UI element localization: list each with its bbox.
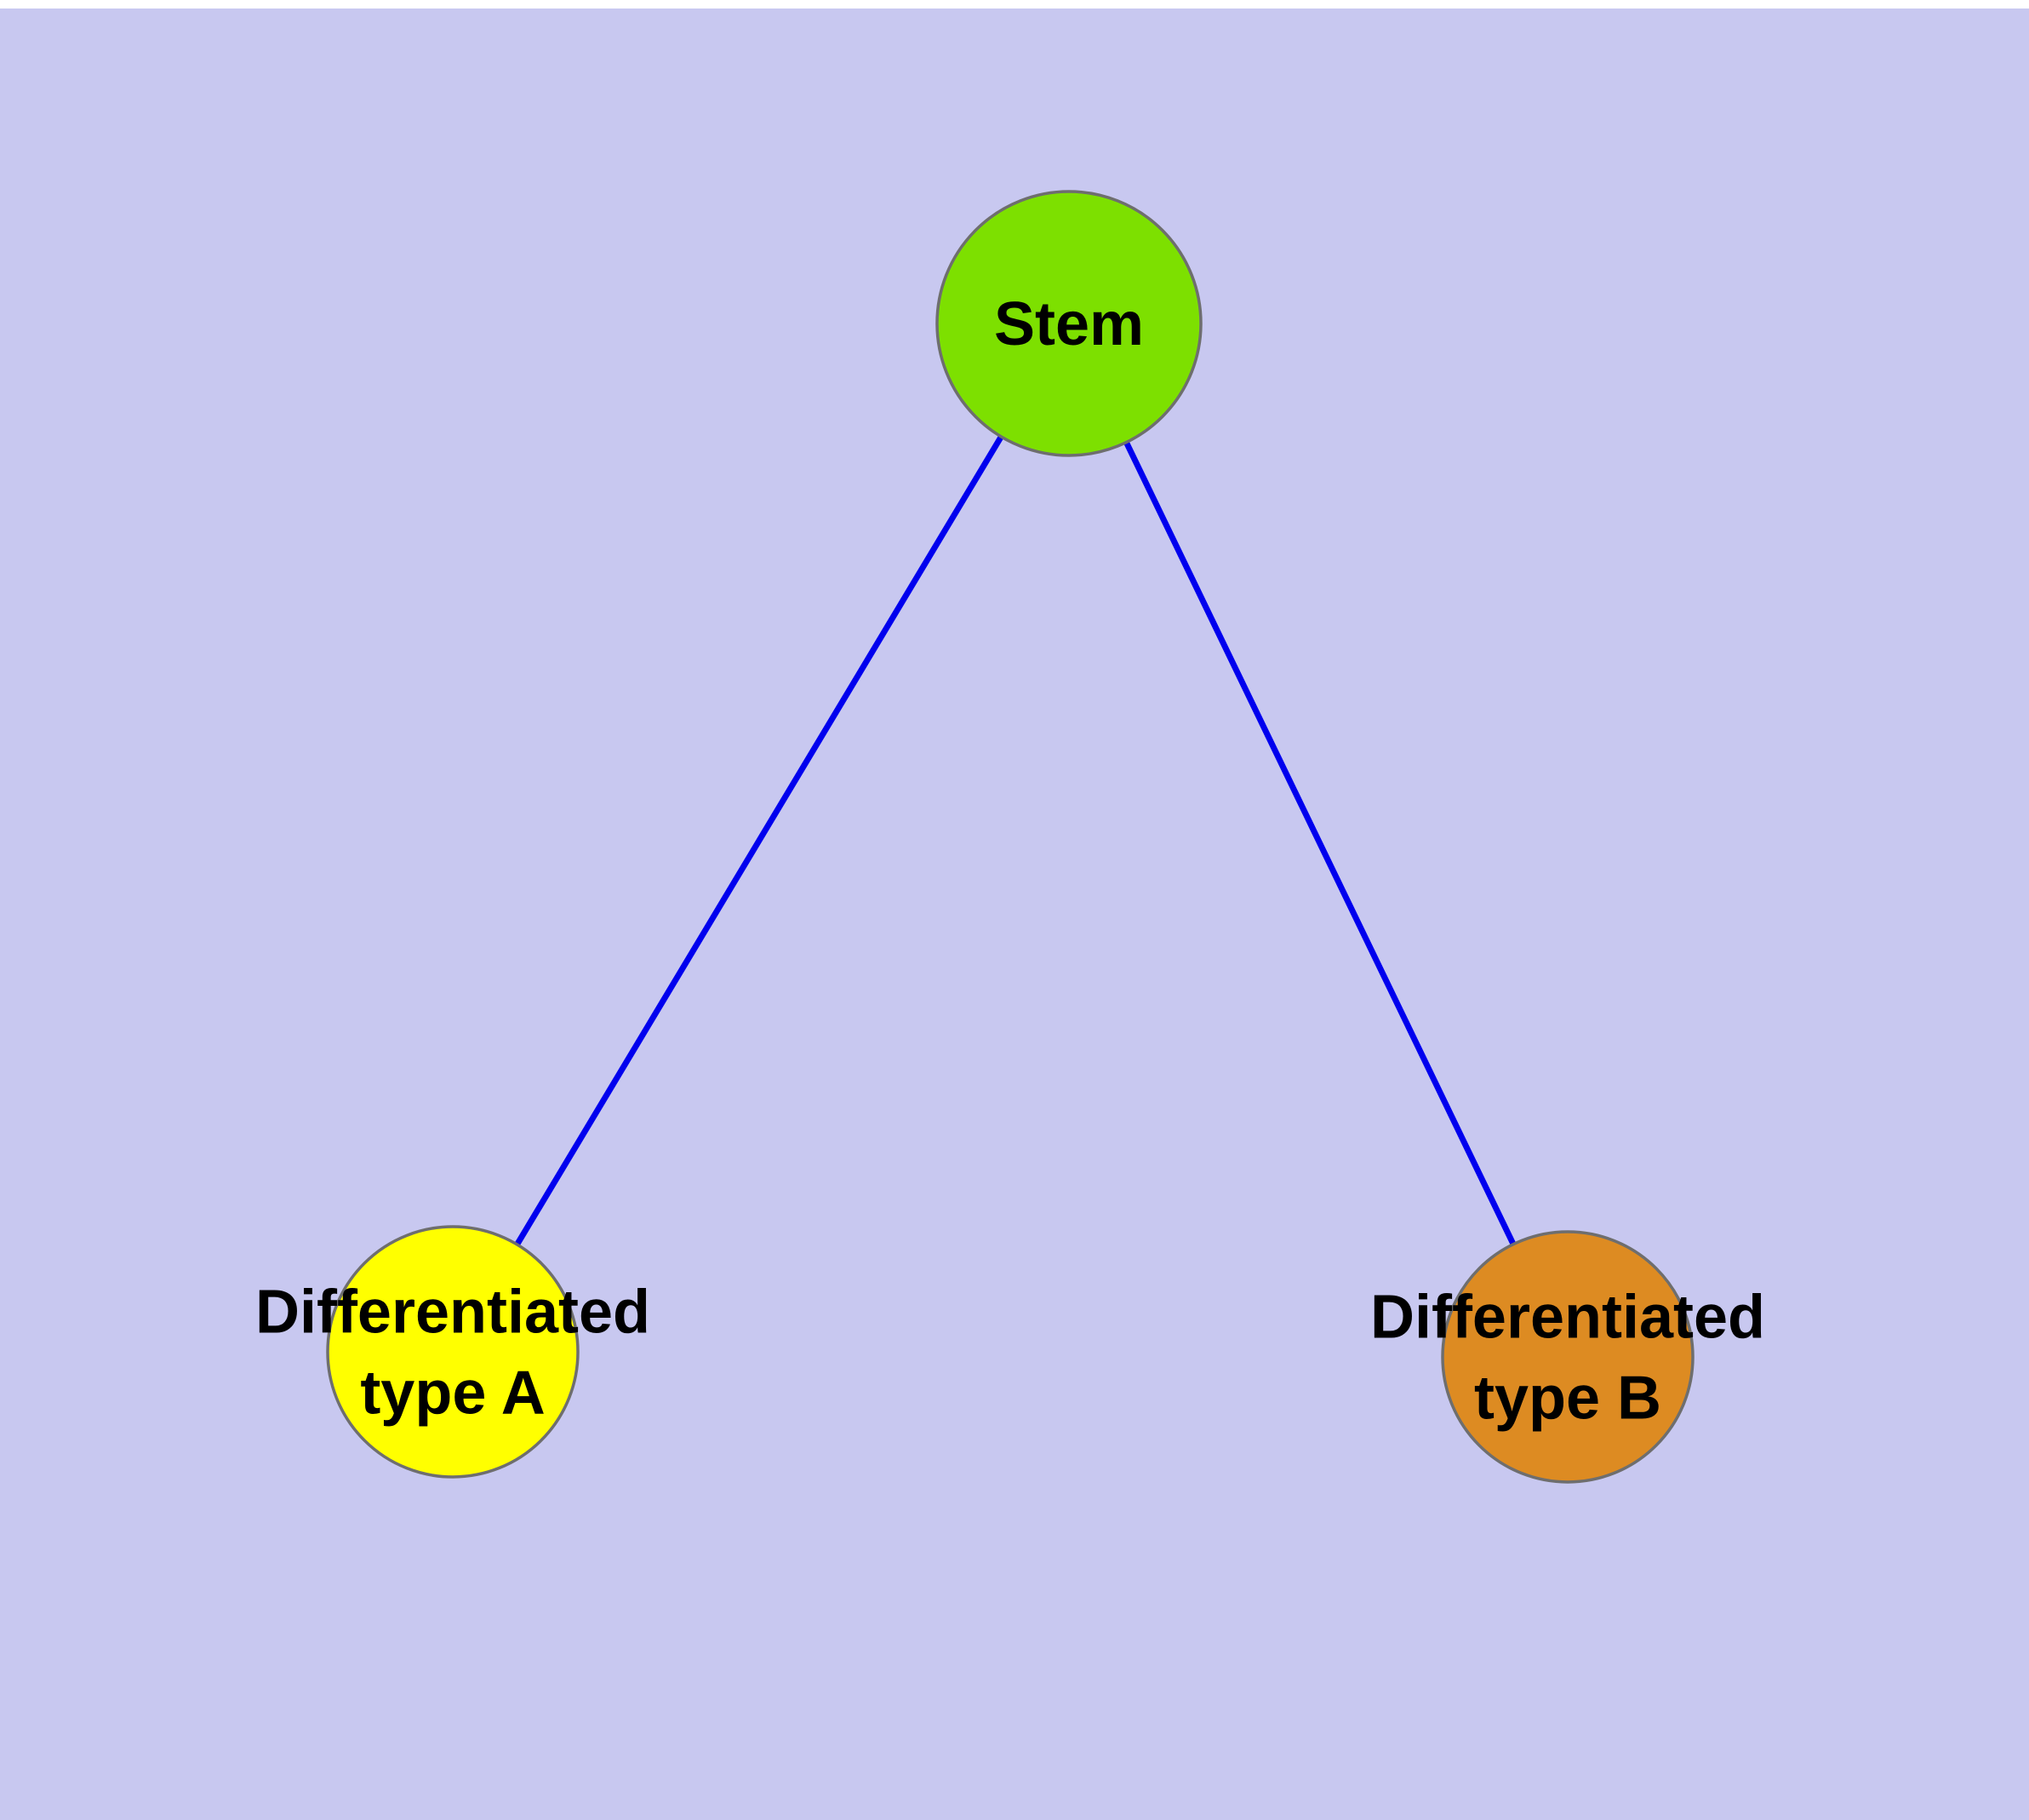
node-stem bbox=[935, 190, 1203, 457]
node-label-stem: Stem bbox=[994, 290, 1144, 358]
node-differentiated-type-b bbox=[1441, 1230, 1695, 1484]
top-strip bbox=[0, 0, 2029, 9]
edge-stem-to-differentiated-type-b bbox=[1066, 322, 1571, 1359]
node-differentiated-type-a bbox=[326, 1225, 580, 1479]
edge-stem-to-differentiated-type-a bbox=[449, 322, 1072, 1354]
